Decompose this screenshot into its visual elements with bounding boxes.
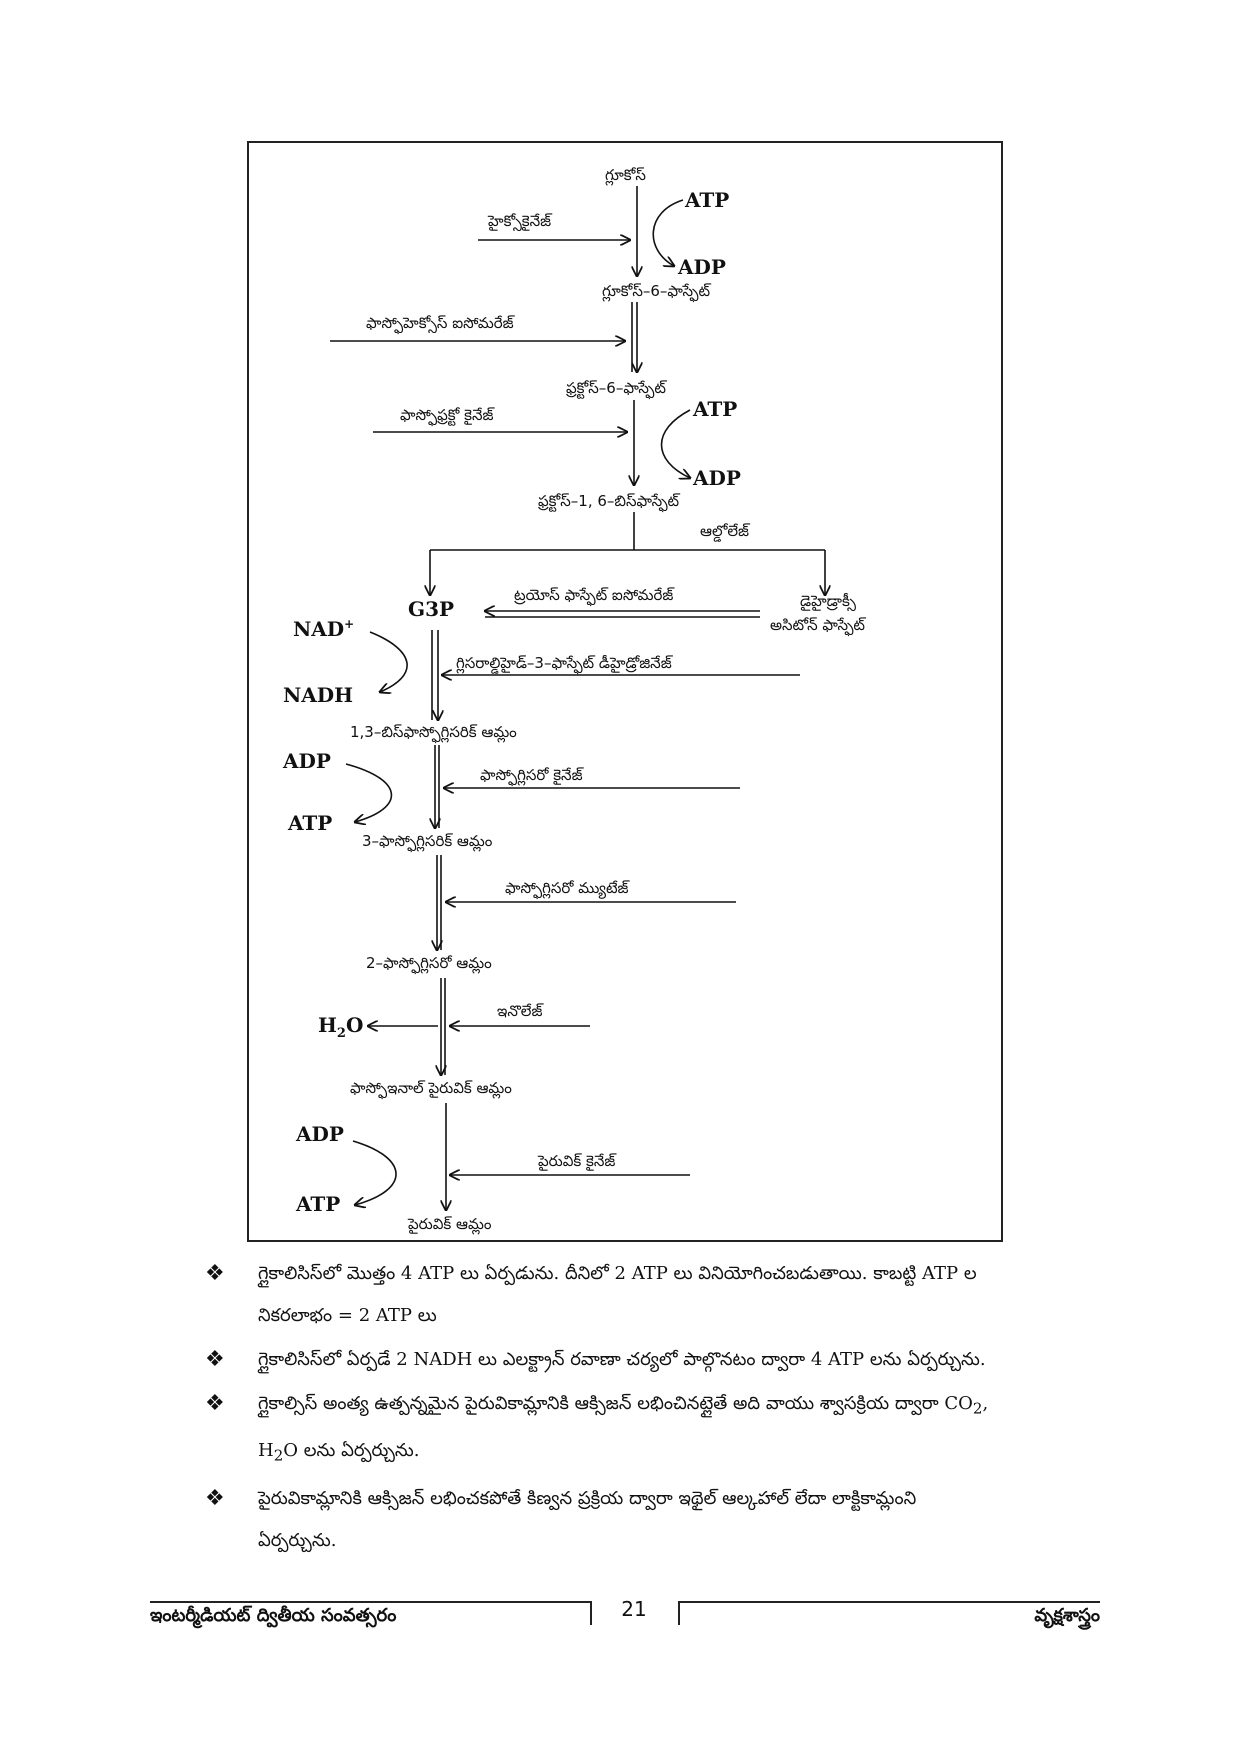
label-phosphofructokinase: ఫాస్ఫోఫ్రక్టో కైనేజ్ [400, 406, 495, 427]
glycolysis-diagram-frame [247, 141, 1003, 1242]
curve-nad-nadh [369, 631, 408, 692]
label-h2o: H2O [318, 1013, 363, 1041]
label-adp-2: ADP [692, 466, 741, 490]
footer-course-title: ఇంటర్మీడియట్ ద్వితీయ సంవత్సరం [150, 1605, 397, 1626]
label-g3p-dehydrogenase: గ్లిసరాల్డిహైడ్–3–ఫాస్ఫేట్ డీహైడ్రోజినేజ… [456, 654, 674, 675]
bullet-marker: ❖ [205, 1261, 225, 1286]
bullet-1-line-1: గ్లైకాలిసిస్‌లో మొత్తం 4 ATP లు ఏర్పడును… [258, 1263, 977, 1284]
bullet-anaerobic: ❖ పైరువికామ్లానికి ఆక్సిజన్ లభించకపోతే క… [205, 1478, 1105, 1562]
bullet-marker: ❖ [205, 1486, 225, 1512]
label-isomerase: ఫాస్ఫోహెక్సోస్ ఐసోమరేజ్ [366, 314, 516, 335]
footer-rule-right [678, 1601, 1100, 1603]
label-dhap-line2: అసిటోన్ ఫాస్ఫేట్ [770, 616, 866, 637]
label-triose-phosphate-isomerase: ట్రయోస్ ఫాస్ఫేట్ ఐసోమరేజ్ [514, 586, 676, 607]
label-fructose-6-phosphate: ఫ్రక్టోస్–6–ఫాస్ఫేట్ [566, 379, 668, 400]
bullet-aerobic: ❖ గ్లైకాల్సిస్ అంత్య ఉత్పన్నమైన పైరువికా… [205, 1383, 1105, 1476]
bullet-3-line-2: H2O లను ఏర్పర్చును. [258, 1439, 420, 1465]
page-number: 21 [621, 1597, 647, 1621]
bullet-4-line-2: ఏర్పర్చును. [258, 1530, 337, 1552]
bullet-net-atp: ❖ గ్లైకాలిసిస్‌లో మొత్తం 4 ATP లు ఏర్పడు… [205, 1253, 1105, 1337]
label-atp-4: ATP [295, 1192, 340, 1216]
label-atp-1: ATP [684, 188, 729, 212]
footer-tick-left [590, 1601, 592, 1625]
bullet-marker: ❖ [205, 1391, 225, 1416]
summary-bullets: ❖ గ్లైకాలిసిస్‌లో మొత్తం 4 ATP లు ఏర్పడు… [205, 1253, 1105, 1564]
page-footer: ఇంటర్మీడియట్ ద్వితీయ సంవత్సరం 21 వృక్షశా… [150, 1597, 1100, 1631]
label-pyruvate: పైరువిక్ ఆమ్లం [407, 1215, 492, 1235]
label-nad: NAD+ [293, 617, 354, 641]
label-phosphoenolpyruvate: ఫాస్ఫోఇనాల్ పైరువిక్ ఆమ్లం [350, 1079, 512, 1100]
label-hexokinase: హైక్సోకైనేజ్ [487, 212, 553, 232]
label-fructose-1-6-bisphosphate: ఫ్రక్టోస్–1, 6–బిస్‌ఫాస్ఫేట్ [538, 492, 681, 513]
curve-atp-adp-1 [652, 199, 684, 266]
curve-adp-atp-1 [345, 763, 393, 822]
curve-adp-atp-2 [353, 1140, 397, 1205]
bullet-1-line-2: నికరలాభం = 2 ATP లు [258, 1305, 437, 1326]
bullet-2-line-1: గ్లైకాలిసిస్‌లో ఏర్పడే 2 NADH లు ఎలక్ట్ర… [258, 1349, 986, 1370]
label-aldolase: ఆల్డోలేజ్ [700, 522, 751, 542]
label-atp-2: ATP [692, 397, 737, 421]
label-1-3-bisphosphoglycerate: 1,3–బిస్‌ఫాస్ఫోగ్లిసరిక్ ఆమ్లం [350, 723, 517, 744]
bullet-marker: ❖ [205, 1347, 225, 1372]
label-adp-3: ADP [282, 749, 331, 773]
bullet-4-line-1: పైరువికామ్లానికి ఆక్సిజన్ లభించకపోతే కిణ… [258, 1488, 917, 1510]
footer-rule-left [150, 1601, 590, 1603]
bullet-3-line-1: గ్లైకాల్సిస్ అంత్య ఉత్పన్నమైన పైరువికామ్… [258, 1393, 989, 1418]
label-nadh: NADH [283, 683, 353, 707]
label-glucose: గ్లూకోస్ [605, 166, 646, 186]
bullet-nadh-atp: ❖ గ్లైకాలిసిస్‌లో ఏర్పడే 2 NADH లు ఎలక్ట… [205, 1339, 1105, 1381]
label-g3p: G3P [408, 597, 454, 621]
label-3-phosphoglycerate: 3–ఫాస్ఫోగ్లిసరిక్ ఆమ్లం [362, 832, 493, 853]
label-phosphoglycerate-mutase: ఫాస్ఫోగ్లిసరో మ్యుటేజ్ [505, 879, 631, 900]
label-adp-4: ADP [295, 1122, 344, 1146]
label-pyruvate-kinase: పైరువిక్ కైనేజ్ [537, 1152, 617, 1171]
curve-atp-adp-2 [660, 409, 691, 478]
footer-tick-right [678, 1601, 680, 1625]
footer-subject: వృక్షశాస్త్రం [1034, 1605, 1100, 1626]
label-2-phosphoglycerate: 2–ఫాస్ఫోగ్లిసరో ఆమ్లం [366, 954, 492, 975]
label-adp-1: ADP [677, 255, 726, 279]
label-phosphoglycerate-kinase: ఫాస్ఫోగ్లిసరో కైనేజ్ [480, 766, 585, 787]
label-dhap-line1: డైహైడ్రాక్సీ [800, 592, 857, 612]
label-enolase: ఇనొలేజ్ [497, 1002, 544, 1020]
label-atp-3: ATP [287, 811, 332, 835]
label-glucose-6-phosphate: గ్లూకోస్–6–ఫాస్ఫేట్ [602, 282, 712, 303]
